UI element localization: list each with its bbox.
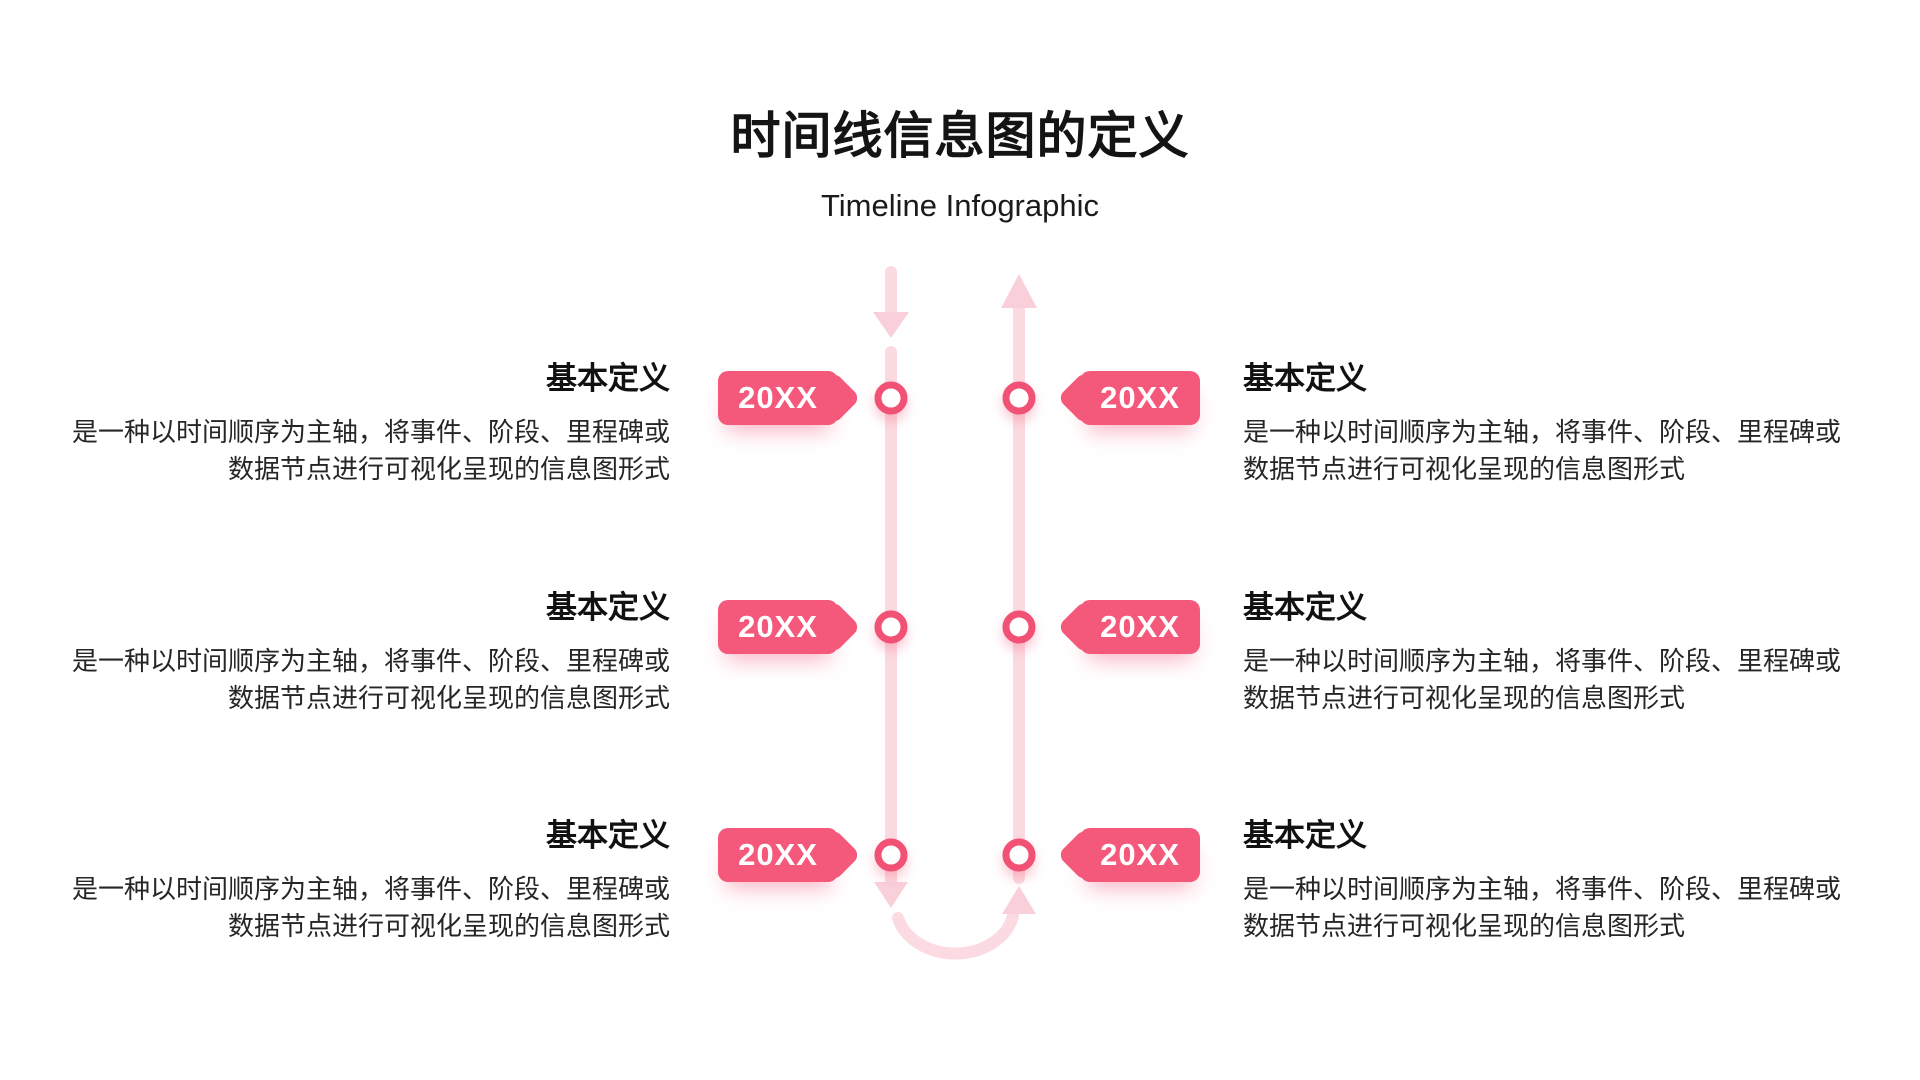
entry-heading: 基本定义 — [1243, 361, 1367, 396]
entry-body-line: 是一种以时间顺序为主轴，将事件、阶段、里程碑或 — [71, 417, 670, 447]
entry-body-line: 数据节点进行可视化呈现的信息图形式 — [1243, 911, 1686, 941]
timeline-node-icon — [1002, 610, 1036, 644]
year-tag-label: 20XX — [1100, 609, 1180, 644]
year-tag: 20XX — [1080, 371, 1200, 425]
timeline-entry: 基本定义 是一种以时间顺序为主轴，将事件、阶段、里程碑或 数据节点进行可视化呈现… — [1243, 358, 1843, 488]
entry-body-line: 是一种以时间顺序为主轴，将事件、阶段、里程碑或 — [1243, 646, 1842, 676]
entry-heading: 基本定义 — [1243, 818, 1367, 853]
timeline-entry: 基本定义 是一种以时间顺序为主轴，将事件、阶段、里程碑或 数据节点进行可视化呈现… — [70, 587, 670, 717]
entry-body-line: 数据节点进行可视化呈现的信息图形式 — [227, 911, 670, 941]
up-arrow-icon — [1001, 274, 1037, 308]
year-tag: 20XX — [718, 371, 838, 425]
timeline-node-icon — [874, 610, 908, 644]
entry-body-line: 数据节点进行可视化呈现的信息图形式 — [1243, 454, 1686, 484]
entry-body-line: 是一种以时间顺序为主轴，将事件、阶段、里程碑或 — [71, 646, 670, 676]
year-tag: 20XX — [718, 828, 838, 882]
up-arrow-icon — [1002, 886, 1036, 914]
timeline-entry: 基本定义 是一种以时间顺序为主轴，将事件、阶段、里程碑或 数据节点进行可视化呈现… — [70, 358, 670, 488]
year-tag: 20XX — [1080, 828, 1200, 882]
down-arrow-icon — [874, 882, 908, 908]
timeline-node-icon — [1002, 838, 1036, 872]
down-arrow-icon — [873, 312, 909, 338]
year-tag-label: 20XX — [738, 380, 818, 415]
entry-body-line: 数据节点进行可视化呈现的信息图形式 — [1243, 683, 1686, 713]
page-subtitle: Timeline Infographic — [821, 188, 1099, 223]
timeline-entry: 基本定义 是一种以时间顺序为主轴，将事件、阶段、里程碑或 数据节点进行可视化呈现… — [70, 815, 670, 945]
year-tag: 20XX — [718, 600, 838, 654]
entry-body-line: 数据节点进行可视化呈现的信息图形式 — [227, 454, 670, 484]
timeline-entry: 基本定义 是一种以时间顺序为主轴，将事件、阶段、里程碑或 数据节点进行可视化呈现… — [1243, 815, 1843, 945]
year-tag-label: 20XX — [1100, 380, 1180, 415]
timeline-bottom-curve — [892, 910, 1019, 960]
year-tag-label: 20XX — [738, 609, 818, 644]
timeline-node-icon — [1002, 381, 1036, 415]
year-tag-label: 20XX — [738, 837, 818, 872]
timeline-entry: 基本定义 是一种以时间顺序为主轴，将事件、阶段、里程碑或 数据节点进行可视化呈现… — [1243, 587, 1843, 717]
timeline-node-icon — [874, 838, 908, 872]
timeline-node-icon — [874, 381, 908, 415]
entry-heading: 基本定义 — [546, 818, 670, 853]
entry-heading: 基本定义 — [546, 361, 670, 396]
entry-heading: 基本定义 — [1243, 590, 1367, 625]
year-tag-label: 20XX — [1100, 837, 1180, 872]
entry-body-line: 是一种以时间顺序为主轴，将事件、阶段、里程碑或 — [1243, 874, 1842, 904]
entry-body-line: 是一种以时间顺序为主轴，将事件、阶段、里程碑或 — [1243, 417, 1842, 447]
page-title: 时间线信息图的定义 — [730, 108, 1190, 164]
entry-heading: 基本定义 — [546, 590, 670, 625]
year-tag: 20XX — [1080, 600, 1200, 654]
entry-body-line: 数据节点进行可视化呈现的信息图形式 — [227, 683, 670, 713]
entry-body-line: 是一种以时间顺序为主轴，将事件、阶段、里程碑或 — [71, 874, 670, 904]
